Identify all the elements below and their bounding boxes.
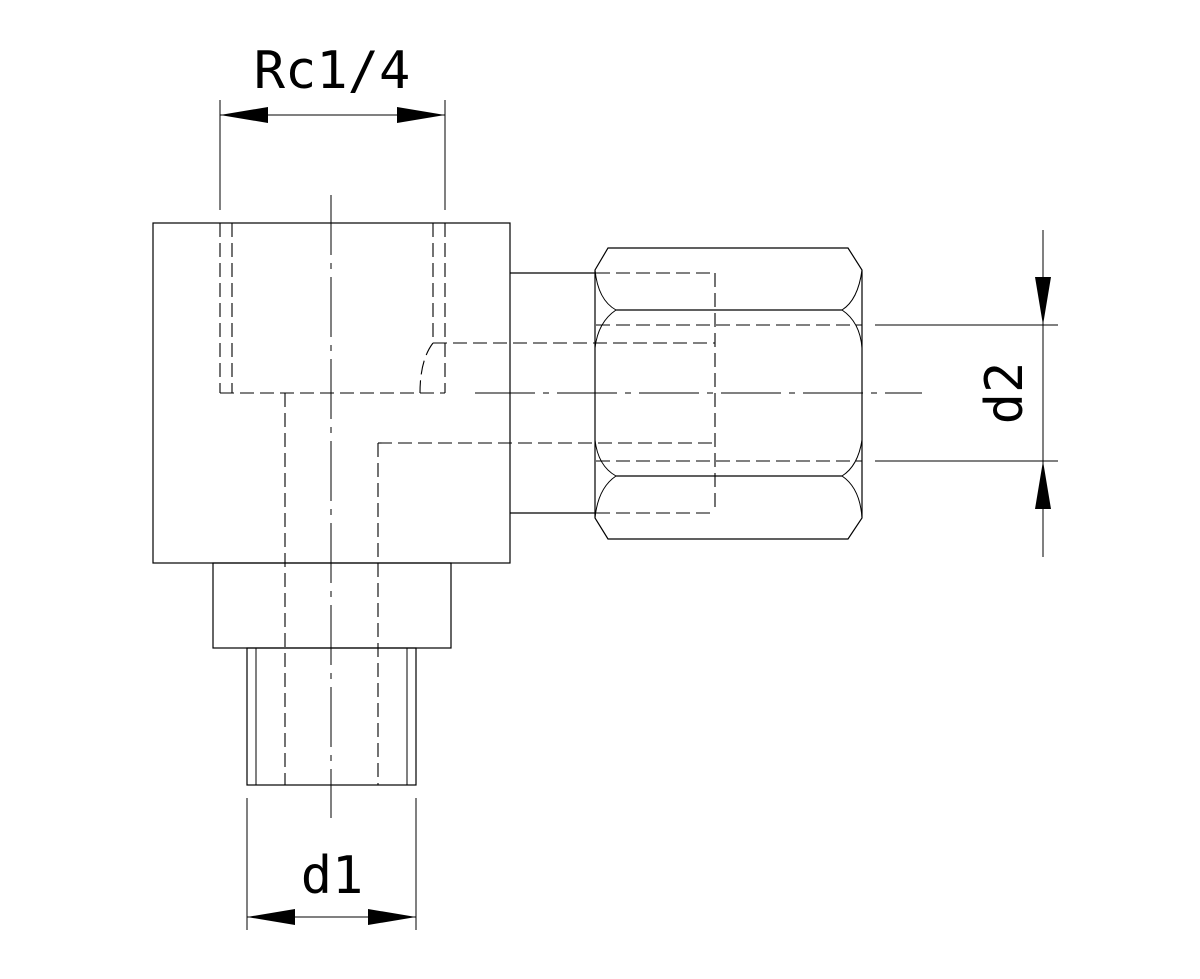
dimension-thread: Rc1/4 [219, 41, 446, 210]
side-neck [510, 272, 596, 514]
arrowhead-left [247, 909, 295, 925]
dimension-d1: d1 [246, 798, 417, 930]
nut-internal-hidden [596, 272, 862, 514]
dimension-d2: d2 [875, 230, 1058, 557]
dimension-label-d2: d2 [975, 362, 1035, 425]
side-passage-hidden [284, 342, 715, 785]
dimension-label-d1: d1 [301, 846, 364, 906]
dimension-label-thread: Rc1/4 [254, 41, 411, 101]
thread-bore-hidden [219, 223, 446, 394]
arrowhead-top [1035, 277, 1051, 325]
arrowhead-right [368, 909, 416, 925]
arrowhead-right [397, 107, 445, 123]
bottom-tube [246, 647, 417, 786]
arrowhead-left [220, 107, 268, 123]
bottom-shoulder [212, 562, 452, 649]
arrowhead-bottom [1035, 461, 1051, 509]
